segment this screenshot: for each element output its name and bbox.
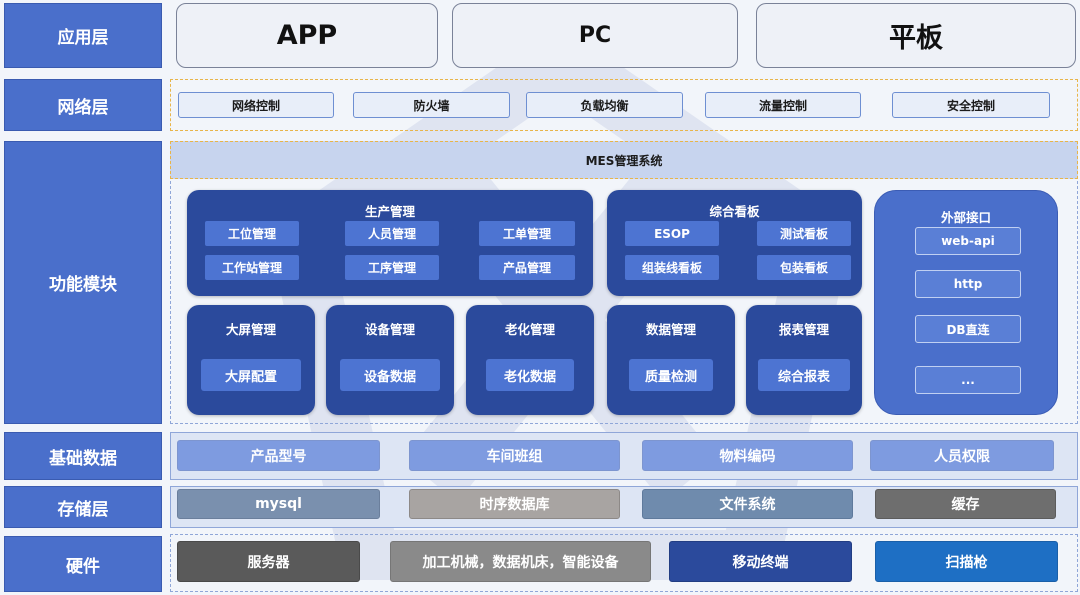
production-panel: 生产管理 工位管理 人员管理 工单管理 工作站管理 工序管理 产品管理	[187, 190, 593, 296]
external-item-web-api: web-api	[915, 227, 1021, 255]
module-item-device-data: 设备数据	[340, 359, 440, 391]
chip-product: 产品管理	[479, 255, 575, 280]
basic-item-product-model: 产品型号	[177, 440, 380, 471]
layer-label-application: 应用层	[4, 3, 162, 68]
module-panel-screen: 大屏管理 大屏配置	[187, 305, 315, 415]
chip-personnel: 人员管理	[345, 221, 439, 246]
storage-item-mysql: mysql	[177, 489, 380, 519]
module-panel-report: 报表管理 综合报表	[746, 305, 862, 415]
hardware-item-machinery: 加工机械，数据机床，智能设备	[390, 541, 651, 582]
module-item-screen-config: 大屏配置	[201, 359, 301, 391]
layer-label-hardware: 硬件	[4, 536, 162, 592]
module-title-device: 设备管理	[364, 322, 415, 337]
hardware-item-server: 服务器	[177, 541, 360, 582]
network-item-traffic: 流量控制	[705, 92, 861, 118]
module-title-screen: 大屏管理	[225, 322, 276, 337]
hardware-region	[170, 534, 1078, 592]
module-item-general-report: 综合报表	[758, 359, 850, 391]
dashboard-title: 综合看板	[709, 204, 760, 219]
storage-item-cache: 缓存	[875, 489, 1056, 519]
basic-item-material-code: 物料编码	[642, 440, 853, 471]
chip-workstation-position: 工位管理	[205, 221, 299, 246]
module-panel-aging: 老化管理 老化数据	[466, 305, 594, 415]
layer-label-network: 网络层	[4, 79, 162, 131]
chip-workstation: 工作站管理	[205, 255, 299, 280]
storage-item-timeseries-db: 时序数据库	[409, 489, 620, 519]
chip-test-board: 测试看板	[757, 221, 851, 246]
network-item-security: 安全控制	[892, 92, 1050, 118]
module-panel-device: 设备管理 设备数据	[326, 305, 454, 415]
module-title-aging: 老化管理	[504, 322, 555, 337]
hardware-item-mobile-terminal: 移动终端	[669, 541, 852, 582]
basic-item-workshop-team: 车间班组	[409, 440, 620, 471]
external-item-db-direct: DB直连	[915, 315, 1021, 343]
chip-package-board: 包装看板	[757, 255, 851, 280]
app-box-tablet: 平板	[756, 3, 1076, 68]
chip-work-order: 工单管理	[479, 221, 575, 246]
production-title: 生产管理	[364, 204, 415, 219]
module-item-aging-data: 老化数据	[486, 359, 574, 391]
mes-title-banner: MES管理系统	[170, 141, 1078, 179]
module-title-report: 报表管理	[778, 322, 829, 337]
external-item-http: http	[915, 270, 1021, 298]
basic-item-permissions: 人员权限	[870, 440, 1054, 471]
network-item-control: 网络控制	[178, 92, 334, 118]
layer-label-storage: 存储层	[4, 486, 162, 528]
chip-esop: ESOP	[625, 221, 719, 246]
dashboard-panel: 综合看板 ESOP 测试看板 组装线看板 包装看板	[607, 190, 862, 296]
network-region	[170, 79, 1078, 131]
storage-item-file-system: 文件系统	[642, 489, 853, 519]
module-title-data: 数据管理	[645, 322, 696, 337]
external-panel: 外部接口 web-api http DB直连 ...	[874, 190, 1058, 415]
layer-label-function: 功能模块	[4, 141, 162, 424]
module-panel-data: 数据管理 质量检测	[607, 305, 735, 415]
app-box-app: APP	[176, 3, 438, 68]
hardware-item-scanner: 扫描枪	[875, 541, 1058, 582]
layer-label-basic-data: 基础数据	[4, 432, 162, 480]
network-item-load-balance: 负载均衡	[526, 92, 683, 118]
external-item-more: ...	[915, 366, 1021, 394]
chip-process: 工序管理	[345, 255, 439, 280]
module-item-quality-check: 质量检测	[629, 359, 713, 391]
app-box-pc: PC	[452, 3, 738, 68]
external-title: 外部接口	[940, 210, 991, 225]
network-item-firewall: 防火墙	[353, 92, 510, 118]
chip-assembly-board: 组装线看板	[625, 255, 719, 280]
